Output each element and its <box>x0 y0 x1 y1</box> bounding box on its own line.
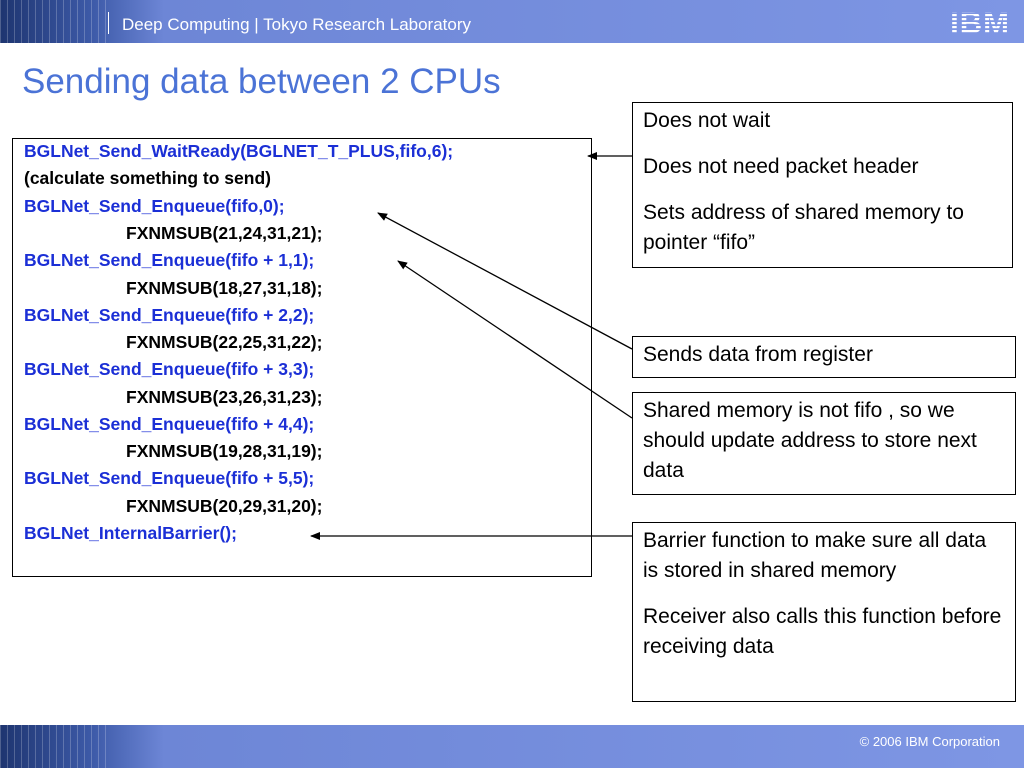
copyright-text: © 2006 IBM Corporation <box>859 734 1000 749</box>
footer-bar: © 2006 IBM Corporation <box>0 725 1024 768</box>
code-line-enqueue-4: BGLNet_Send_Enqueue(fifo + 4,4); <box>24 414 315 434</box>
note-line: Receiver also calls this function before… <box>643 605 1002 658</box>
code-line-enqueue-0: BGLNet_Send_Enqueue(fifo,0); <box>24 196 285 216</box>
code-line-fxnmsub-2: FXNMSUB(22,25,31,22); <box>126 332 323 352</box>
code-line-enqueue-2: BGLNet_Send_Enqueue(fifo + 2,2); <box>24 305 315 325</box>
note-line: Does not need packet header <box>643 155 919 178</box>
code-line-fxnmsub-0: FXNMSUB(21,24,31,21); <box>126 223 323 243</box>
note-line: Barrier function to make sure all data i… <box>643 529 987 582</box>
code-line-enqueue-1: BGLNet_Send_Enqueue(fifo + 1,1); <box>24 250 315 270</box>
code-line-enqueue-3: BGLNet_Send_Enqueue(fifo + 3,3); <box>24 359 315 379</box>
code-line-barrier: BGLNet_InternalBarrier(); <box>24 523 237 543</box>
code-line-fxnmsub-3: FXNMSUB(23,26,31,23); <box>126 387 323 407</box>
code-line-fxnmsub-1: FXNMSUB(18,27,31,18); <box>126 278 323 298</box>
code-box: BGLNet_Send_WaitReady(BGLNET_T_PLUS,fifo… <box>12 138 592 577</box>
header-pattern <box>0 0 110 43</box>
note-line: Sends data from register <box>643 343 873 366</box>
footer-pattern <box>0 725 110 768</box>
header-separator <box>108 12 109 34</box>
code-line-fxnmsub-5: FXNMSUB(20,29,31,20); <box>126 496 323 516</box>
header-title: Deep Computing | Tokyo Research Laborato… <box>122 15 472 34</box>
ibm-logo-icon: IBM <box>944 6 1016 36</box>
note-shared-memory: Shared memory is not fifo , so we should… <box>632 392 1016 495</box>
header-bar: Deep Computing | Tokyo Research Laborato… <box>0 0 1024 43</box>
note-line: Does not wait <box>643 109 771 132</box>
slide-title: Sending data between 2 CPUs <box>22 62 501 101</box>
code-line-calculate: (calculate something to send) <box>24 168 271 188</box>
code-line-wait-ready: BGLNet_Send_WaitReady(BGLNET_T_PLUS,fifo… <box>24 141 454 161</box>
arrow-to-enqueue-0 <box>377 212 633 350</box>
code-line-fxnmsub-4: FXNMSUB(19,28,31,19); <box>126 441 323 461</box>
note-barrier: Barrier function to make sure all data i… <box>632 522 1016 702</box>
note-send-register: Sends data from register <box>632 336 1016 378</box>
note-line: Sets address of shared memory to pointer… <box>643 201 964 254</box>
arrow-to-enqueue-1 <box>397 260 633 419</box>
note-line: Shared memory is not fifo , so we should… <box>643 399 977 482</box>
code-line-enqueue-5: BGLNet_Send_Enqueue(fifo + 5,5); <box>24 468 315 488</box>
note-wait-ready: Does not wait Does not need packet heade… <box>632 102 1013 268</box>
